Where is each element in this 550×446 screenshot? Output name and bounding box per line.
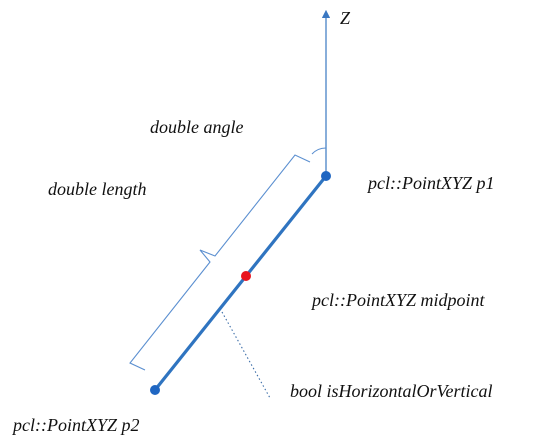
length-label: double length: [48, 179, 146, 199]
p1-label: pcl::PointXYZ p1: [366, 173, 495, 193]
angle-label: double angle: [150, 117, 243, 137]
midpoint-label: pcl::PointXYZ midpoint: [310, 290, 485, 310]
angle-arc: [311, 147, 327, 155]
z-axis-label: Z: [340, 8, 351, 28]
flag-leader-line: [221, 311, 271, 399]
length-brace: [129, 154, 311, 371]
flag-label: bool isHorizontalOrVertical: [290, 381, 493, 401]
p2-label: pcl::PointXYZ p2: [11, 415, 140, 435]
point-midpoint: [241, 271, 251, 281]
point-p1: [321, 171, 331, 181]
point-p2: [150, 385, 160, 395]
line-segment: [153, 174, 328, 392]
